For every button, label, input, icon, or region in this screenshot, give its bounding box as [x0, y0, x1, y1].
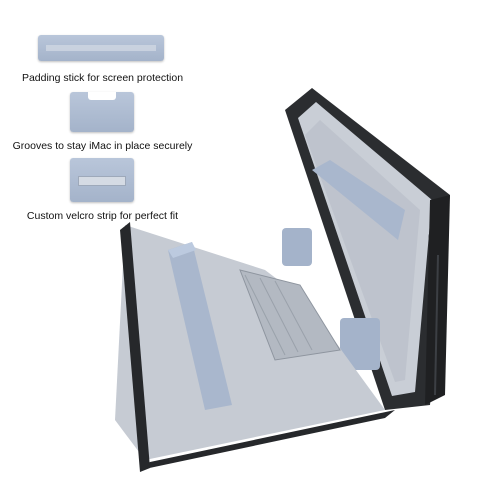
case-front-flap-edge: [120, 222, 150, 472]
feature-caption-3: Custom velcro strip for perfect fit: [26, 210, 179, 222]
padding-stick-floor: [168, 242, 232, 410]
feature-caption-2: Grooves to stay iMac in place securely: [12, 140, 193, 152]
padding-stick-icon: [38, 35, 164, 61]
velcro-strip-icon: [70, 158, 134, 202]
padding-stick-top: [312, 160, 405, 240]
mesh-pocket: [239, 269, 341, 361]
corner-block-left: [282, 228, 312, 266]
grooved-pad-icon: [70, 92, 134, 132]
feature-caption-1: Padding stick for screen protection: [21, 72, 184, 84]
corner-block-right: [340, 318, 380, 370]
